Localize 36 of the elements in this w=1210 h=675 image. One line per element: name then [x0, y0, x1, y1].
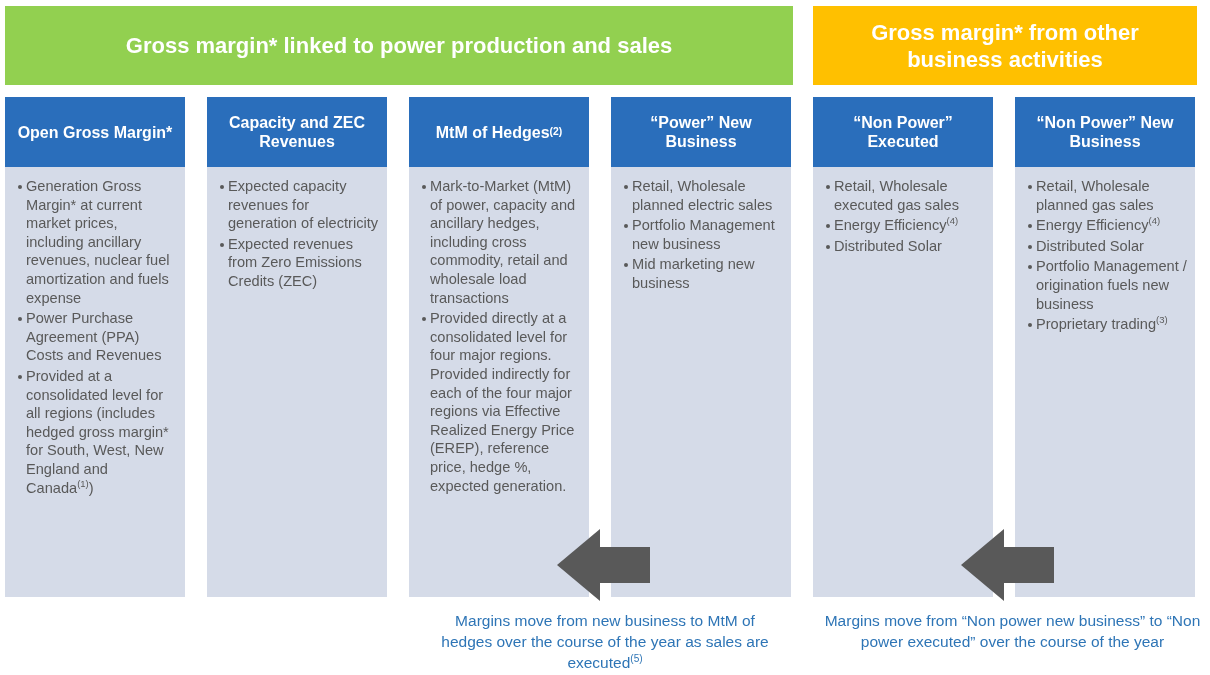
bullet-item: Retail, Wholesale executed gas sales	[834, 177, 960, 215]
column-heading: “Non Power” Executed	[813, 97, 993, 167]
bullet-item: Power Purchase Agreement (PPA) Costs and Revenues	[26, 309, 163, 365]
section-banner: Gross margin* from other business activities	[813, 6, 1197, 85]
column-panel	[813, 97, 993, 597]
note-text: Margins move from new business to MtM of hedges over the course of the year as sales are executed$^{(5)}$	[440, 611, 770, 673]
column-heading: “Non Power” New Business	[1015, 97, 1195, 167]
bullet-item: Proprietary trading$^{(3)}$	[1036, 315, 1168, 334]
section-banner: Gross margin* linked to power production and sales	[5, 6, 793, 85]
bullet-item: Provided directly at a consolidated level for four major regions. Provided indirectly for each of the four major regions via Effective Realized Energy Price (EREP), reference price, hedge %, expected generation.	[430, 309, 576, 496]
bullet-item: Portfolio Management / origination fuels new business	[1036, 257, 1188, 314]
bullet-item: Retail, Wholesale planned gas sales	[1036, 177, 1155, 215]
bullet-item: Portfolio Management new business	[632, 216, 776, 254]
bullet-item: Distributed Solar	[834, 236, 942, 256]
bullet-item: Expected revenues from Zero Emissions Credits (ZEC)	[228, 234, 363, 291]
note-text: Margins move from “Non power new business” to “Non power executed” over the course of the year	[823, 611, 1202, 652]
bullet-item: Energy Efficiency$^{(4)}$	[1036, 216, 1161, 235]
bullet-item: Provided at a consolidated level for all regions (includes hedged gross margin* for South, West, New England and Canada$^{(1)}$)	[26, 366, 170, 498]
bullet-item: Retail, Wholesale planned electric sales	[632, 177, 774, 215]
column-panel	[409, 97, 589, 597]
column-heading: “Power” New Business	[611, 97, 791, 167]
column-panel	[5, 97, 185, 597]
bullet-item: Distributed Solar	[1036, 236, 1144, 256]
bullet-item: Mid marketing new business	[632, 255, 756, 293]
block-arrow	[557, 529, 650, 601]
column-heading: MtM of Hedges$^{(2)}$	[409, 97, 589, 167]
column-panel	[1015, 97, 1195, 597]
bullet-item: Expected capacity revenues for generation of electricity	[228, 177, 380, 233]
bullet-item: Generation Gross Margin* at current market prices, including ancillary revenues, nuclear fuel amortization and fuels expense	[26, 177, 171, 308]
bullet-item: Mark-to-Market (MtM) of power, capacity and ancillary hedges, including cross commodity, retail and wholesale load transactions	[430, 177, 577, 308]
column-panel	[207, 97, 387, 597]
column-heading: Open Gross Margin*	[5, 97, 185, 167]
bullet-item: Energy Efficiency$^{(4)}$	[834, 216, 959, 235]
block-arrow	[961, 529, 1054, 601]
column-heading: Capacity and ZEC Revenues	[207, 97, 387, 167]
column-panel	[611, 97, 791, 597]
